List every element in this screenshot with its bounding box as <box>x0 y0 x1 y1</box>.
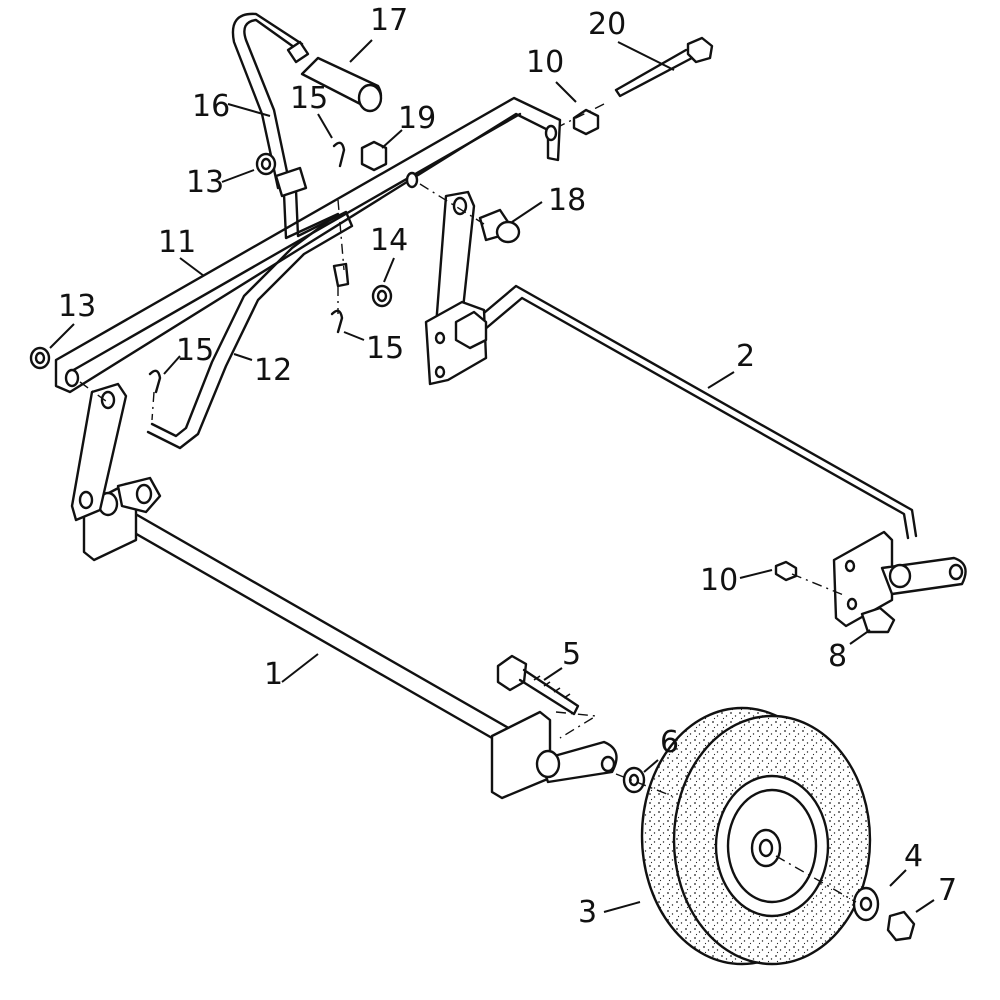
right-upper-bracket <box>424 300 488 386</box>
handle-linkage <box>146 188 354 450</box>
long-bolt <box>572 36 714 136</box>
callout-19: 19 <box>398 101 436 136</box>
leader-lines <box>49 39 935 913</box>
right-lift-arm <box>434 190 521 328</box>
callout-15-upper: 15 <box>290 81 328 116</box>
axle-rod <box>110 502 514 748</box>
adjustment-rail <box>54 96 562 394</box>
assembly-lines <box>79 103 857 903</box>
wheel-spacer <box>622 766 646 794</box>
callouts: 1 2 3 4 5 6 7 8 10 10 11 12 13 13 14 15 … <box>58 3 957 930</box>
callout-18: 18 <box>548 183 586 218</box>
callout-13-upper: 13 <box>186 165 224 200</box>
callout-10-top: 10 <box>526 45 564 80</box>
right-rear-bracket <box>832 530 967 628</box>
front-axle-bracket <box>490 710 618 800</box>
callout-7: 7 <box>938 873 957 908</box>
callout-14: 14 <box>370 223 408 258</box>
callout-8: 8 <box>828 639 847 674</box>
callout-3: 3 <box>578 895 597 930</box>
wheel-hardware <box>852 886 916 942</box>
right-bracket-hardware <box>774 560 896 634</box>
callout-5: 5 <box>562 637 581 672</box>
callout-15-left: 15 <box>176 333 214 368</box>
lever-hardware <box>29 140 393 394</box>
callout-6: 6 <box>660 725 679 760</box>
hand-lever <box>231 12 308 198</box>
callout-15-lower: 15 <box>366 331 404 366</box>
callout-20: 20 <box>588 7 626 42</box>
callout-1: 1 <box>264 657 283 692</box>
wheel <box>640 706 872 966</box>
lever-grip <box>286 40 383 113</box>
callout-12: 12 <box>254 353 292 388</box>
callout-17: 17 <box>370 3 408 38</box>
axle-bolt <box>496 654 580 716</box>
callout-10-right: 10 <box>700 563 738 598</box>
callout-13-left: 13 <box>58 289 96 324</box>
left-lift-arm <box>70 382 128 522</box>
u-bar <box>476 284 918 540</box>
callout-16: 16 <box>192 89 230 124</box>
callout-11: 11 <box>158 225 196 260</box>
callout-4: 4 <box>904 839 923 874</box>
callout-2: 2 <box>736 339 755 374</box>
